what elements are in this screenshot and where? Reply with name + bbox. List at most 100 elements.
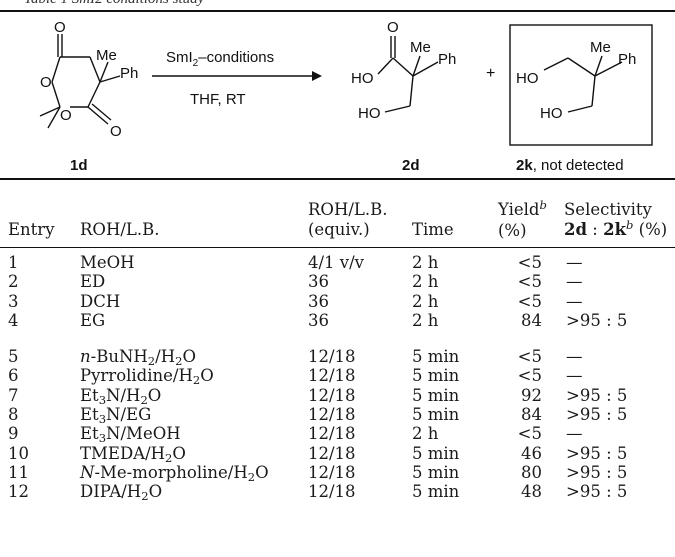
product-2d-structure <box>377 36 439 113</box>
meldrums-acid-structure <box>39 34 121 129</box>
cell-equiv: 12/18 <box>308 347 356 366</box>
carbonyl-o-2: O <box>110 123 122 140</box>
cell-time: 2 h <box>412 292 439 311</box>
cell-selectivity: >95 : 5 <box>566 405 628 424</box>
conditions-label: THF, RT <box>190 91 246 108</box>
cell-time: 5 min <box>412 366 460 385</box>
cell-yield: 92 <box>521 386 542 405</box>
substrate-me: Me <box>96 47 117 64</box>
header-rohlb: ROH/L.B. <box>80 220 160 239</box>
cell-rohlb: MeOH <box>80 253 135 272</box>
caption-fragment-text: Table 1 SmI2 conditions study <box>24 0 204 8</box>
cell-yield: <5 <box>517 292 542 311</box>
product-2d-ho-top: HO <box>351 70 374 87</box>
cell-yield: <5 <box>517 253 542 272</box>
cell-rohlb: DCH <box>80 292 121 311</box>
header-bottom-rule <box>0 247 675 248</box>
product-2d-ph: Ph <box>438 51 456 68</box>
cell-selectivity: >95 : 5 <box>566 444 628 463</box>
cell-time: 2 h <box>412 311 439 330</box>
cell-equiv: 12/18 <box>308 482 356 501</box>
cell-rohlb: n-BuNH2/H2O <box>80 347 196 369</box>
product-2d-id: 2d <box>402 157 420 174</box>
cell-entry: 11 <box>8 463 29 482</box>
product-2k-structure <box>543 55 623 113</box>
cell-time: 5 min <box>412 405 460 424</box>
cell-entry: 6 <box>8 366 19 385</box>
cell-rohlb: Pyrrolidine/H2O <box>80 366 214 388</box>
cell-time: 2 h <box>412 272 439 291</box>
cell-selectivity: >95 : 5 <box>566 386 628 405</box>
cell-equiv: 12/18 <box>308 444 356 463</box>
cell-rohlb: N-Me-morpholine/H2O <box>80 463 269 485</box>
product-2k-me: Me <box>590 39 611 56</box>
cell-entry: 3 <box>8 292 19 311</box>
product-2k-label: 2k, not detected <box>516 157 624 174</box>
cell-yield: <5 <box>517 424 542 443</box>
cell-equiv: 12/18 <box>308 386 356 405</box>
cell-time: 5 min <box>412 444 460 463</box>
cell-equiv: 12/18 <box>308 366 356 385</box>
cell-entry: 5 <box>8 347 19 366</box>
reaction-arrow <box>152 71 322 81</box>
cell-selectivity: >95 : 5 <box>566 311 628 330</box>
cell-rohlb: ED <box>80 272 106 291</box>
cell-time: 5 min <box>412 482 460 501</box>
substrate-ph: Ph <box>120 65 138 82</box>
cell-yield: 84 <box>521 405 542 424</box>
cell-time: 2 h <box>412 253 439 272</box>
cell-entry: 1 <box>8 253 19 272</box>
header-yield: Yieldb (%) <box>498 198 547 240</box>
cell-time: 5 min <box>412 463 460 482</box>
product-2k-ho-top: HO <box>516 70 539 87</box>
caption-fragment: Table 1 SmI2 conditions study <box>0 0 675 10</box>
header-equiv: ROH/L.B. (equiv.) <box>308 200 388 239</box>
cell-equiv: 36 <box>308 292 329 311</box>
cell-rohlb: Et3N/MeOH <box>80 424 181 446</box>
cell-equiv: 12/18 <box>308 405 356 424</box>
header-time: Time <box>412 220 454 239</box>
cell-rohlb: TMEDA/H2O <box>80 444 186 466</box>
cell-entry: 9 <box>8 424 19 443</box>
header-entry: Entry <box>8 220 55 239</box>
cell-entry: 7 <box>8 386 19 405</box>
cell-yield: 48 <box>521 482 542 501</box>
cell-entry: 4 <box>8 311 19 330</box>
cell-equiv: 12/18 <box>308 463 356 482</box>
cell-entry: 2 <box>8 272 19 291</box>
cell-rohlb: Et3N/EG <box>80 405 152 427</box>
product-2d-me: Me <box>410 39 431 56</box>
plus-sign: + <box>486 65 495 82</box>
cell-yield: <5 <box>517 347 542 366</box>
cell-yield: 80 <box>521 463 542 482</box>
cell-selectivity: — <box>566 292 583 311</box>
cell-selectivity: — <box>566 272 583 291</box>
cell-yield: <5 <box>517 272 542 291</box>
header-selectivity: Selectivity 2d : 2kb (%) <box>564 200 668 239</box>
product-2k-ho-bottom: HO <box>540 105 563 122</box>
cell-entry: 8 <box>8 405 19 424</box>
cell-rohlb: DIPA/H2O <box>80 482 163 504</box>
cell-equiv: 12/18 <box>308 424 356 443</box>
reagent-label: SmI2–conditions <box>166 49 274 69</box>
cell-entry: 10 <box>8 444 29 463</box>
ring-o-2: O <box>60 107 72 124</box>
cell-yield: 46 <box>521 444 542 463</box>
cell-selectivity: — <box>566 253 583 272</box>
top-rule <box>0 10 675 12</box>
product-2d-ho-bottom: HO <box>358 105 381 122</box>
header-top-rule <box>0 178 675 180</box>
cell-equiv: 36 <box>308 272 329 291</box>
carbonyl-o-1: O <box>54 19 66 36</box>
cell-selectivity: >95 : 5 <box>566 482 628 501</box>
cell-rohlb: EG <box>80 311 106 330</box>
substrate-id: 1d <box>70 157 88 174</box>
cell-selectivity: >95 : 5 <box>566 463 628 482</box>
cell-selectivity: — <box>566 347 583 366</box>
cell-yield: <5 <box>517 366 542 385</box>
product-2k-ph: Ph <box>618 51 636 68</box>
product-2k-box <box>509 24 653 146</box>
cell-selectivity: — <box>566 424 583 443</box>
cell-entry: 12 <box>8 482 29 501</box>
cell-equiv: 4/1 v/v <box>308 253 365 272</box>
